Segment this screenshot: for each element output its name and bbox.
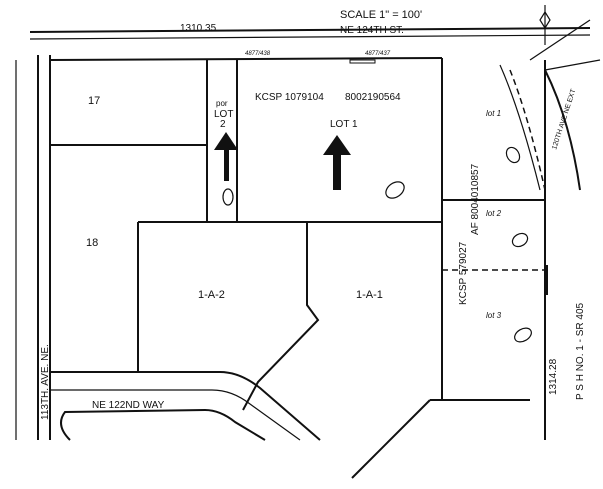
kcsp-main-recording: 8002190564 xyxy=(345,92,401,103)
street-lines xyxy=(15,27,591,440)
lot-17-label: 17 xyxy=(88,95,100,107)
lot-1-a-2-label: 1-A-2 xyxy=(198,289,225,301)
east-lot-1-label: lot 1 xyxy=(486,109,501,118)
lot-1-label: LOT 1 xyxy=(330,119,358,130)
kcsp-east-label: KCSP 579027 xyxy=(458,241,469,305)
highway-sr-405: P S H NO. 1 - SR 405 xyxy=(575,302,586,400)
lot-2-number: 2 xyxy=(220,119,226,130)
lot-1-a-1-label: 1-A-1 xyxy=(356,289,383,301)
recording-4877-438: 4877/438 xyxy=(245,51,271,57)
ne-122nd-way-lines xyxy=(50,371,321,441)
ext-road-lines xyxy=(499,19,601,191)
right-dimension: 1314.28 xyxy=(548,358,559,395)
scale-label: SCALE 1" = 100' xyxy=(340,9,422,21)
east-lot-2-label: lot 2 xyxy=(486,209,502,218)
kcsp-main-label: KCSP 1079104 xyxy=(255,92,324,103)
lot-label: LOT xyxy=(214,109,233,120)
subject-arrow-icon xyxy=(214,132,351,190)
street-113th-ave: 113TH. AVE. NE. xyxy=(40,344,51,420)
east-lot-3-label: lot 3 xyxy=(486,311,502,320)
parcel-lines xyxy=(49,57,546,479)
recording-4877-437: 4877/437 xyxy=(365,51,391,57)
lot-18-label: 18 xyxy=(86,237,98,249)
street-120th-ext: 120TH AVE NE EXT xyxy=(551,88,577,151)
street-ne-122nd-way: NE 122ND WAY xyxy=(92,400,165,411)
af-east-label: AF 8004010857 xyxy=(470,163,481,235)
dimension-annotations xyxy=(349,59,548,295)
por-label: por xyxy=(216,99,228,108)
top-dimension: 1310.35 xyxy=(180,23,217,34)
parcel-number-ellipses xyxy=(222,146,532,343)
north-arrow-icon xyxy=(539,5,551,45)
street-ne-124th: NE 124TH ST. xyxy=(340,25,404,36)
